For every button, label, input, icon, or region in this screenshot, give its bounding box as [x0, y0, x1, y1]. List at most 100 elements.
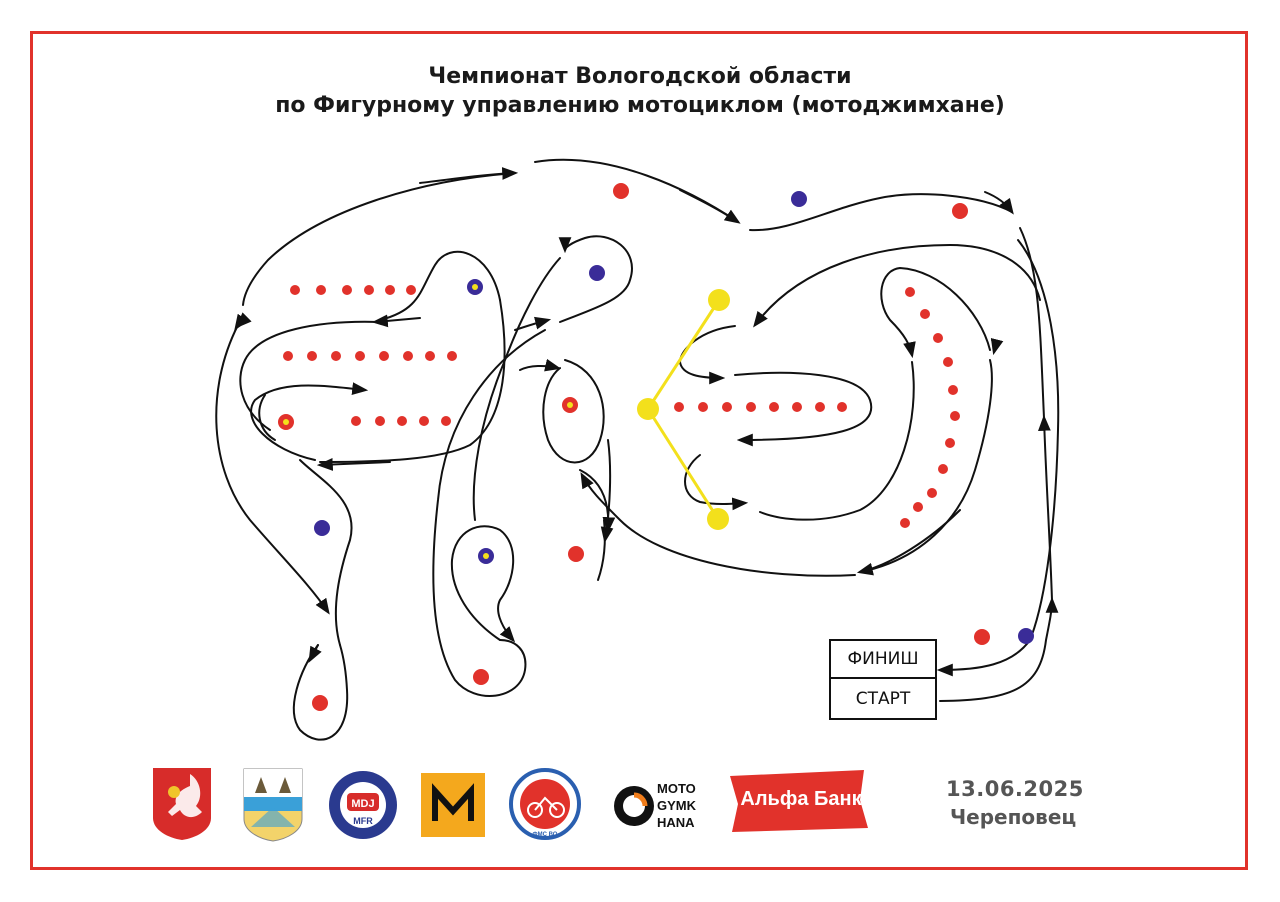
track-path [235, 312, 252, 329]
track-path [308, 644, 322, 663]
track-path [319, 299, 506, 463]
red-cone [952, 203, 968, 219]
red-cone [307, 351, 317, 361]
track-path [600, 439, 614, 544]
red-cone [698, 402, 708, 412]
track-path [379, 250, 501, 321]
red-cone [769, 402, 779, 412]
track-path [939, 596, 1059, 702]
track-path [450, 525, 516, 643]
red-cone [441, 416, 451, 426]
gymkhana-line: HANA [657, 815, 695, 830]
event-date: 13.06.2025 [946, 777, 1084, 801]
red-cone [943, 357, 953, 367]
track-path [419, 167, 519, 184]
red-cone [568, 546, 584, 562]
red-cone [792, 402, 802, 412]
target-center [483, 553, 489, 559]
track-path [679, 189, 741, 224]
alfa-bank-logo [730, 770, 868, 832]
track-path [753, 243, 1041, 328]
track-path [371, 314, 421, 328]
red-cone [473, 669, 489, 685]
red-cone [351, 416, 361, 426]
track-path [936, 239, 1060, 677]
yellow-gate [708, 289, 730, 311]
red-cone [312, 695, 328, 711]
red-cone [920, 309, 930, 319]
gate-lines [646, 299, 721, 520]
start-box: СТАРТ [829, 679, 937, 720]
track-path [734, 371, 873, 447]
track-paths [215, 158, 1060, 741]
red-cone [316, 285, 326, 295]
track-path [558, 235, 633, 323]
target-center [567, 402, 573, 408]
red-cone [974, 629, 990, 645]
gymkhana-line: MOTO [657, 781, 696, 796]
gate-line [646, 408, 720, 520]
red-cone [283, 351, 293, 361]
red-cone [948, 385, 958, 395]
track-path [542, 359, 605, 464]
red-cone [375, 416, 385, 426]
red-cone [342, 285, 352, 295]
yellow-gate [637, 398, 659, 420]
blue-cone [791, 191, 807, 207]
red-cone [837, 402, 847, 412]
track-path [258, 394, 276, 441]
target-cone-4 [478, 548, 494, 564]
blue-cones [314, 191, 1034, 644]
red-cone [674, 402, 684, 412]
cone-row-lower-left [351, 416, 451, 426]
mfr-federation-logo: MDJ MFR [329, 771, 397, 839]
vologda-coat-of-arms-icon [153, 768, 211, 840]
track-path [990, 338, 1004, 356]
motogymkhana-logo-icon [614, 786, 654, 826]
red-cone [385, 285, 395, 295]
red-cone [425, 351, 435, 361]
red-cone [945, 438, 955, 448]
track-path [299, 459, 353, 646]
track-path [859, 359, 993, 573]
red-cone [927, 488, 937, 498]
track-path [1019, 227, 1045, 419]
fms-vo-logo: ФМС ВО [509, 768, 581, 840]
red-cone [913, 502, 923, 512]
track-path [519, 358, 562, 372]
gymkhana-line: GYMK [657, 798, 696, 813]
cone-row-mid-left [283, 351, 457, 361]
m-club-logo [421, 773, 485, 837]
track-path [678, 325, 736, 385]
finish-box: ФИНИШ [829, 639, 937, 679]
track-path [250, 382, 369, 461]
motogymkhana-logo-text: MOTO GYMK HANA [657, 780, 696, 831]
blue-cone [589, 265, 605, 281]
red-cone [331, 351, 341, 361]
red-cone [938, 464, 948, 474]
title-line-2: по Фигурному управлению мотоциклом (мото… [275, 93, 1005, 118]
mdj-logo-text: MDJ [351, 798, 374, 810]
red-cone [613, 183, 629, 199]
yellow-gate [707, 508, 729, 530]
gate-markers [637, 289, 730, 530]
track-path [759, 361, 915, 521]
cone-row-right-arc [900, 287, 960, 528]
track-path [292, 644, 349, 741]
red-cone [746, 402, 756, 412]
cherepovets-coat-of-arms-icon [243, 768, 303, 842]
blue-cone [314, 520, 330, 536]
blue-cone [1018, 628, 1034, 644]
track-path [597, 519, 606, 581]
red-cone [355, 351, 365, 361]
track-path [534, 158, 739, 223]
red-cone [379, 351, 389, 361]
mfr-logo-text: MFR [353, 816, 373, 826]
red-cone [722, 402, 732, 412]
page-title: Чемпионат Вологодской области по Фигурно… [0, 62, 1280, 120]
target-cone-2 [278, 414, 294, 430]
red-cone [290, 285, 300, 295]
red-cone [933, 333, 943, 343]
track-path [215, 324, 330, 615]
red-cone [447, 351, 457, 361]
